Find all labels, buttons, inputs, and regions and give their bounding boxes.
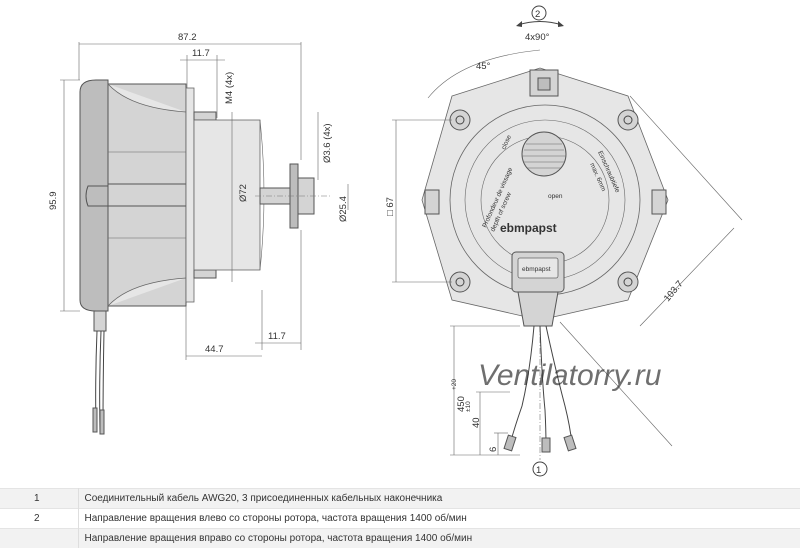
dim-end-length: 6 <box>488 447 499 452</box>
cable-marker: 1 <box>536 465 541 476</box>
legend-table: 1 Соединительный кабель AWG20, 3 присоед… <box>0 488 800 548</box>
legend-text: Направление вращения влево со стороны ро… <box>78 509 800 529</box>
dim-hole-dia: Ø3.6 (4x) <box>322 123 333 163</box>
dim-body-dia: Ø72 <box>238 184 249 202</box>
rotation-marker: 2 <box>535 9 540 20</box>
legend-number: 1 <box>0 489 78 509</box>
dim-flange-bottom: 11.7 <box>268 331 286 342</box>
angle-label: 45° <box>476 61 491 72</box>
dim-thread: M4 (4x) <box>224 72 235 104</box>
connector-logo: ebmpapst <box>522 266 551 273</box>
legend-text: Направление вращения вправо со стороны р… <box>78 529 800 548</box>
dim-height: 95.9 <box>48 192 59 211</box>
side-view: 87.2 11.7 M4 (4x) 95.9 Ø72 <box>48 32 349 434</box>
dim-flange-top: 11.7 <box>192 48 210 59</box>
legend-number: 2 <box>0 509 78 529</box>
legend-row: 2 Направление вращения влево со стороны … <box>0 509 800 529</box>
label-open: open <box>548 193 563 200</box>
legend-text: Соединительный кабель AWG20, 3 присоедин… <box>78 489 800 509</box>
dim-cable-length-tol: +20 <box>451 379 458 390</box>
front-view: 2 4x90° 45° <box>385 6 742 476</box>
dim-depth: 44.7 <box>205 344 224 355</box>
dim-strip-length: 40 <box>471 417 482 428</box>
legend-row: 1 Соединительный кабель AWG20, 3 присоед… <box>0 489 800 509</box>
rotation-steps: 4x90° <box>525 32 550 43</box>
rotation-arrow-icon <box>518 22 562 26</box>
dim-strip-length-tol: ±10 <box>465 401 472 412</box>
watermark: Ventilatorry.ru <box>478 359 662 392</box>
legend-row: Направление вращения вправо со стороны р… <box>0 529 800 548</box>
legend-number <box>0 529 78 548</box>
technical-drawing: 87.2 11.7 M4 (4x) 95.9 Ø72 <box>0 0 800 488</box>
dim-shaft-dia: Ø25.4 <box>338 196 349 222</box>
brand-logo: ebmpapst <box>500 221 557 235</box>
dim-total-width: 87.2 <box>178 32 197 43</box>
dim-square: □ 67 <box>385 197 396 216</box>
